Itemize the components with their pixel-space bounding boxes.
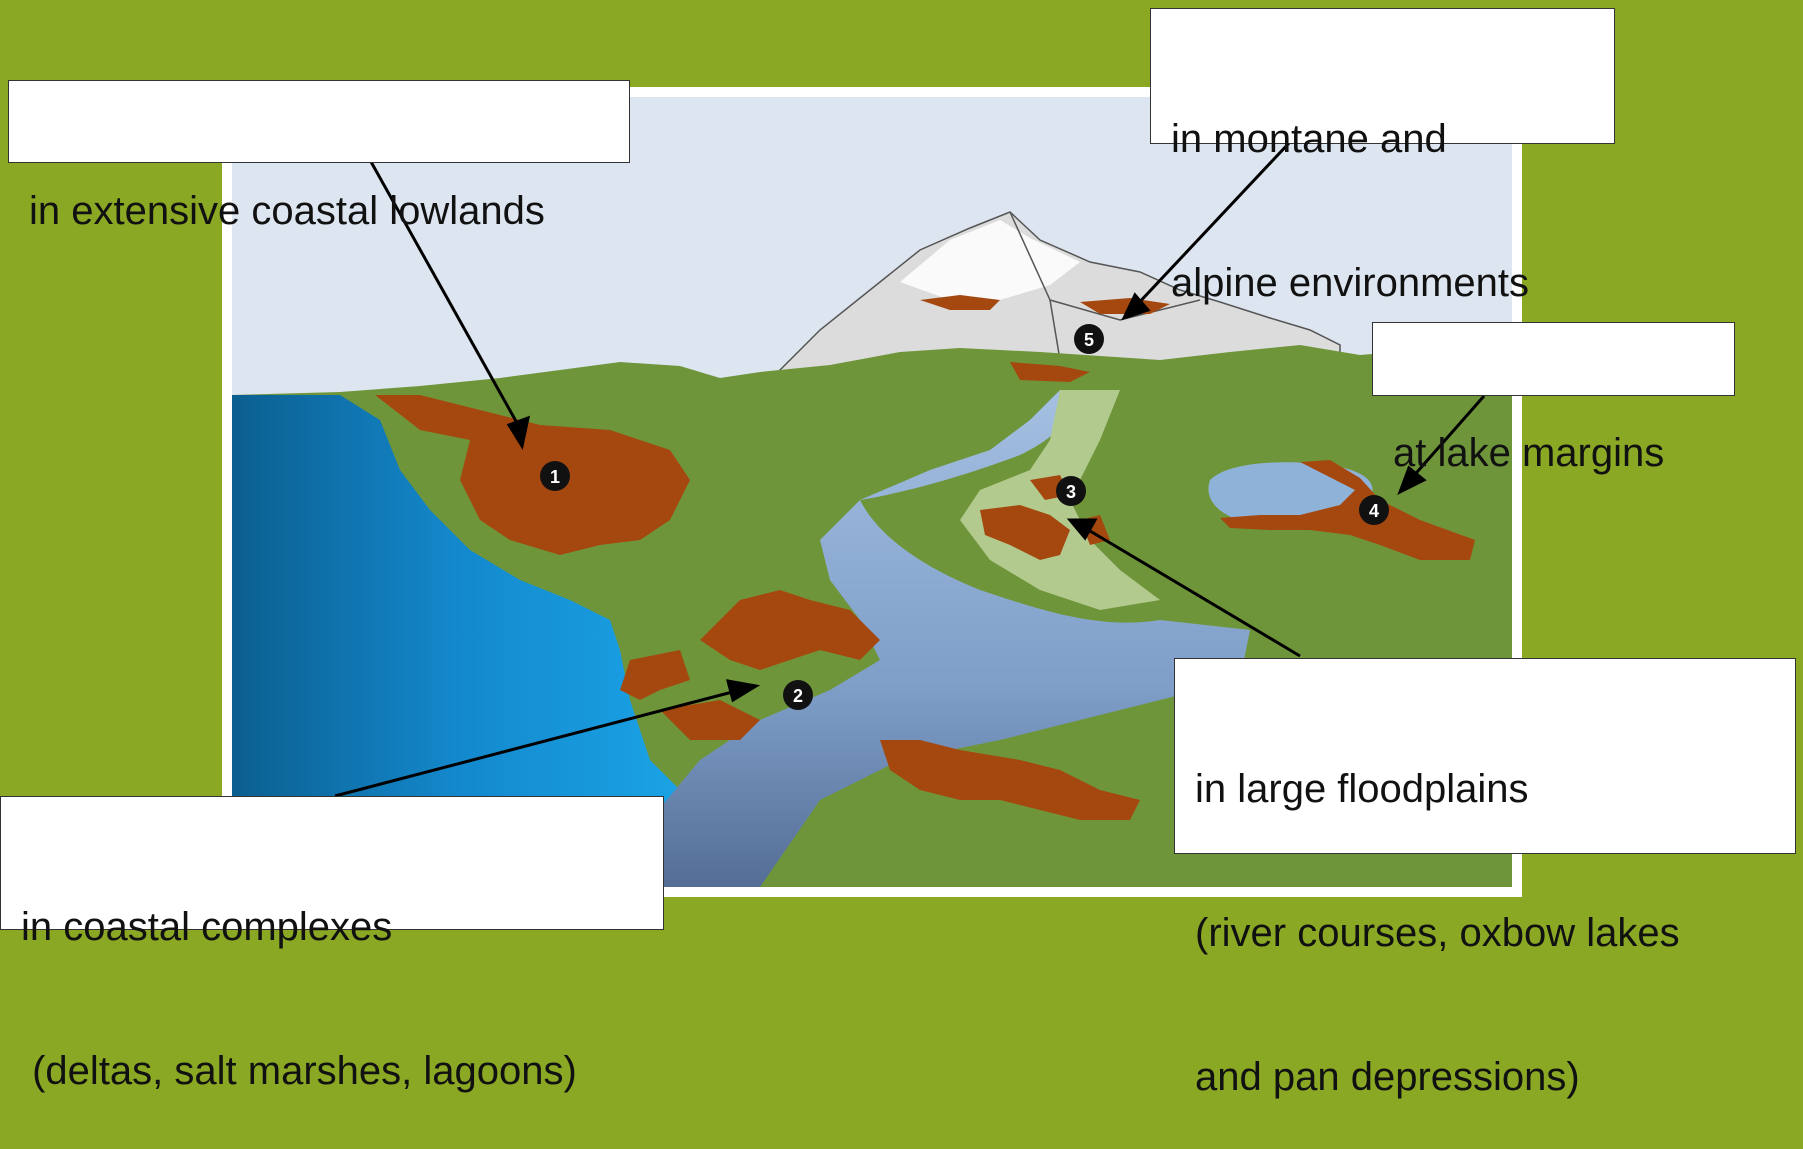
mountain-ridge xyxy=(1049,299,1201,321)
marker-5: 5 xyxy=(1074,324,1104,354)
callout-floodplains-line: (river courses, oxbow lakes xyxy=(1195,911,1680,955)
arrow-head xyxy=(725,679,761,703)
callout-coastal-complexes: in coastal complexes (deltas, salt marsh… xyxy=(0,796,664,1093)
callout-coastal-lowlands: in extensive coastal lowlands xyxy=(8,80,630,233)
marker-3: 3 xyxy=(1056,476,1086,506)
callout-coastal-lowlands-line: in extensive coastal lowlands xyxy=(29,189,545,233)
marker-2-number: 2 xyxy=(793,686,803,706)
marker-4-number: 4 xyxy=(1369,501,1379,521)
callout-montane-line: in montane and xyxy=(1171,117,1447,161)
arrow-head xyxy=(506,415,531,450)
marker-3-number: 3 xyxy=(1066,482,1076,502)
callout-floodplains-line: in large floodplains xyxy=(1195,767,1529,811)
callout-coastal-complexes-line: in coastal complexes xyxy=(21,905,393,949)
peat-montane xyxy=(920,295,1000,310)
callout-lake-margins-line: at lake margins xyxy=(1393,431,1665,475)
callout-montane-line: alpine environments xyxy=(1171,261,1529,305)
callout-floodplains: in large floodplains (river courses, oxb… xyxy=(1174,658,1796,1099)
peat-floodplain xyxy=(980,505,1070,560)
arrow-floodplains xyxy=(1084,526,1301,658)
callout-coastal-complexes-line: (deltas, salt marshes, lagoons) xyxy=(21,1049,577,1093)
arrow-head xyxy=(1397,465,1427,496)
callout-floodplains-line: and pan depressions) xyxy=(1195,1055,1580,1099)
arrow-head xyxy=(1066,518,1098,541)
peat-coastal-lowland xyxy=(375,395,690,555)
sea xyxy=(232,395,680,887)
marker-4: 4 xyxy=(1359,495,1389,525)
river xyxy=(650,390,1250,887)
peat-lake-margin xyxy=(1220,460,1475,560)
marker-1-number: 1 xyxy=(550,467,560,487)
marker-1: 1 xyxy=(540,461,570,491)
arrow-montane xyxy=(1132,140,1292,310)
callout-montane: in montane and alpine environments xyxy=(1150,8,1615,305)
arrow-head xyxy=(1121,292,1151,321)
arrow-lake-margins xyxy=(1408,395,1486,481)
marker-2: 2 xyxy=(783,680,813,710)
arrow-coastal-complexes xyxy=(334,688,741,798)
marker-5-number: 5 xyxy=(1084,330,1094,350)
peat-lowland-south xyxy=(880,740,1140,820)
peat-coastal-complex xyxy=(620,650,690,700)
arrow-coastal-lowlands xyxy=(368,159,524,433)
mountain-snow xyxy=(900,220,1080,300)
callout-lake-margins: at lake margins xyxy=(1372,322,1735,475)
peat-montane xyxy=(1010,362,1090,382)
peat-coastal-complex xyxy=(700,590,880,670)
peat-coastal-complex xyxy=(660,700,760,740)
